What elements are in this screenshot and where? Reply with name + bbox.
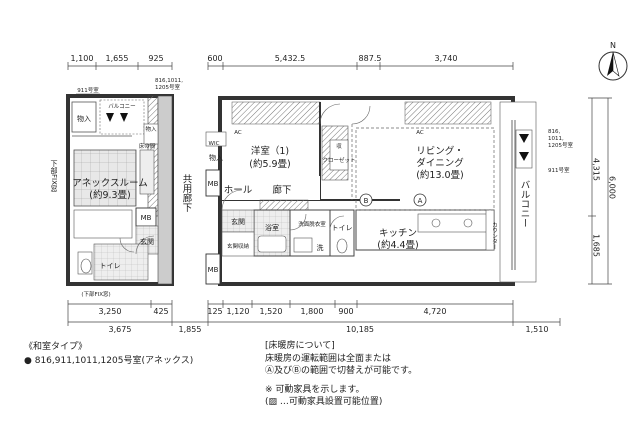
dim-right-3: 1,685 xyxy=(592,234,601,257)
unit-label-816-a: 816,1011, xyxy=(155,78,183,84)
toilet-label: トイレ xyxy=(332,224,353,232)
annex-left-fix-window: 下部FIX窓 xyxy=(50,160,58,192)
notes-line-3: ※ 可動家具を示します。 xyxy=(265,384,365,395)
annex-balcony-label: バルコニー xyxy=(108,103,135,110)
dim-bottom-3: 125 xyxy=(207,307,222,316)
living-label: リビング・ xyxy=(416,145,464,157)
type-title: 《和室タイプ》 xyxy=(24,342,88,352)
unit-label-911: 911号室 xyxy=(77,86,99,94)
north-arrow-icon xyxy=(598,51,628,81)
dim-bottom-2: 425 xyxy=(153,307,168,316)
dim-right-1: 4,315 xyxy=(592,158,601,181)
western-room-size: (約5.9畳) xyxy=(249,158,291,170)
hall-label: ホール xyxy=(224,185,253,196)
annex-storage2-label: 物入 xyxy=(145,125,157,133)
heating-area-a-label: A xyxy=(418,197,423,205)
annex-unit xyxy=(66,94,174,286)
bath-label: 浴室 xyxy=(265,223,279,232)
dim-bottom-12: 1,510 xyxy=(526,325,549,334)
dim-top-3: 925 xyxy=(148,54,163,63)
notes-line-1: 床暖房の運転範囲は全面または xyxy=(265,353,392,364)
wash-room-label: 洗面脱衣室 xyxy=(298,220,326,228)
dim-top-6: 887.5 xyxy=(359,54,382,63)
unit-right-2: 1011, xyxy=(548,136,564,142)
western-room-label: 洋室（1) xyxy=(251,145,289,157)
ac-label-1: AC xyxy=(234,130,242,136)
closet-label: クローゼット xyxy=(322,156,355,164)
dining-label: ダイニング xyxy=(416,157,464,169)
heating-area-b-marker xyxy=(359,193,373,207)
living-size: (約13.0畳) xyxy=(416,169,464,181)
balcony-label: バルコニー xyxy=(519,180,531,228)
bottom-dimensions xyxy=(67,300,561,326)
annex-tokonoma-label: 床の間 xyxy=(139,142,156,150)
annex-mb-label: MB xyxy=(141,214,152,222)
common-corridor-label: 共用廊下 xyxy=(181,174,193,213)
main-unit xyxy=(205,96,537,286)
dim-bottom-6: 1,800 xyxy=(301,307,324,316)
main-storage-label: 物入 xyxy=(209,153,223,162)
mb-label-2: MB xyxy=(208,266,219,274)
dim-bottom-1: 3,250 xyxy=(99,307,122,316)
notes-line-2: Ⓐ及びⒷの範囲で切替えが可能です。 xyxy=(265,366,418,377)
dim-top-4: 600 xyxy=(207,54,222,63)
dim-bottom-9: 3,675 xyxy=(109,325,132,334)
unit-right-3: 1205号室 xyxy=(548,141,573,149)
dim-bottom-8: 4,720 xyxy=(424,307,447,316)
kitchen-label: キッチン xyxy=(379,228,417,239)
corridor-label: 廊下 xyxy=(272,184,291,196)
dim-bottom-11: 10,185 xyxy=(346,325,374,334)
top-dimensions xyxy=(67,62,514,70)
unit-right-1: 816, xyxy=(548,129,560,135)
north-label: N xyxy=(610,41,616,50)
small-storage-label: 収 xyxy=(336,143,342,150)
dim-top-2: 1,655 xyxy=(106,54,129,63)
annex-bottom-note: (下部FIX窓) xyxy=(81,290,110,298)
counter-label: カウンター xyxy=(491,222,498,250)
annex-toilet-label: トイレ xyxy=(100,262,121,270)
floor-heating-notes: [床暖房について] 床暖房の運転範囲は全面または Ⓐ及びⒷの範囲で切替えが可能で… xyxy=(265,340,485,409)
ac-label-2: AC xyxy=(416,130,424,136)
heating-area-b-label: B xyxy=(364,197,369,205)
dim-top-7: 3,740 xyxy=(435,54,458,63)
dim-top-5: 5,432.5 xyxy=(275,54,306,63)
annex-room-label: アネックスルーム xyxy=(72,178,147,189)
type-block: 《和室タイプ》 ● 816,911,1011,1205号室(アネックス) xyxy=(24,340,193,368)
notes-title: [床暖房について] xyxy=(265,341,335,351)
unit-right-911: 911号室 xyxy=(548,166,570,174)
dim-bottom-4: 1,120 xyxy=(227,307,250,316)
notes-line-4: (▨ …可動家具設置可能位置) xyxy=(265,397,383,408)
right-dimensions xyxy=(588,97,612,285)
genkan-label: 玄関 xyxy=(231,217,245,226)
dim-right-2: 6,000 xyxy=(608,176,617,199)
dim-bottom-10: 1,855 xyxy=(179,325,202,334)
type-units: ● 816,911,1011,1205号室(アネックス) xyxy=(24,356,194,366)
annex-storage-label: 物入 xyxy=(77,114,91,123)
unit-label-816-b: 1205号室 xyxy=(155,83,180,91)
washing-machine-label: 洗 xyxy=(317,243,324,252)
dim-bottom-5: 1,520 xyxy=(260,307,283,316)
wic-label: WIC xyxy=(209,141,220,147)
annex-room-size: (約9.3畳) xyxy=(89,189,131,201)
shoe-storage-label: 玄関収納 xyxy=(227,242,250,250)
heating-area-a-marker xyxy=(413,193,427,207)
dim-bottom-7: 900 xyxy=(338,307,353,316)
dim-top-1: 1,100 xyxy=(71,54,94,63)
annex-genkan-label: 玄関 xyxy=(140,237,154,246)
mb-label-1: MB xyxy=(208,180,219,188)
kitchen-size: (約4.4畳) xyxy=(377,239,419,251)
